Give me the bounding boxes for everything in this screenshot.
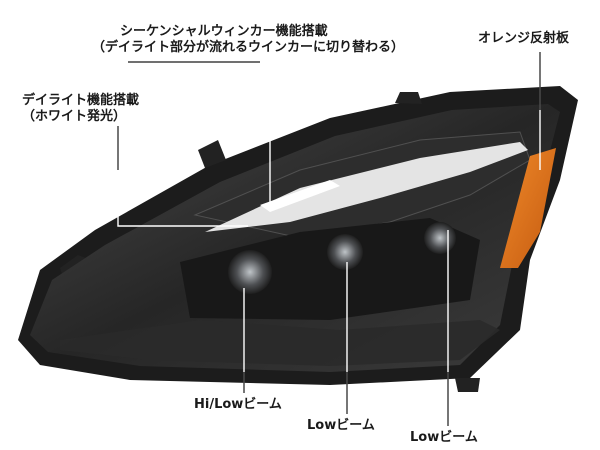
label-drl-line2: （ホワイト発光） (22, 109, 127, 125)
hi-low-projector (228, 250, 272, 294)
orange-reflector (500, 148, 556, 268)
drl-light-guide (205, 142, 528, 232)
label-drl-line1: デイライト機能搭載 (22, 93, 140, 108)
label-low-beam-1: Lowビーム (307, 418, 375, 433)
label-sequential-line2: （デイライト部分が流れるウインカーに切り替わる） (92, 40, 405, 56)
label-orange-reflector: オレンジ反射板 (478, 31, 570, 46)
mounting-tab-bottom (455, 378, 480, 392)
label-sequential-line1: シーケンシャルウィンカー機能搭載 (120, 24, 328, 39)
mounting-tab-top (395, 92, 422, 104)
mounting-tab-top-left (198, 140, 226, 168)
label-sequential-winker: シーケンシャルウィンカー機能搭載 （デイライト部分が流れるウインカーに切り替わる… (92, 24, 404, 57)
drl-inner-glow (260, 180, 340, 212)
low-projector-2 (424, 222, 456, 254)
low-projector-1 (327, 234, 363, 270)
label-low-beam-2: Lowビーム (410, 430, 478, 445)
callout-lines-dark (117, 52, 541, 426)
projector-chamber (180, 218, 480, 320)
lower-lens-trim (60, 320, 500, 366)
label-hi-low-beam: Hi/Lowビーム (194, 397, 282, 412)
label-daylight: デイライト機能搭載 （ホワイト発光） (22, 93, 139, 126)
